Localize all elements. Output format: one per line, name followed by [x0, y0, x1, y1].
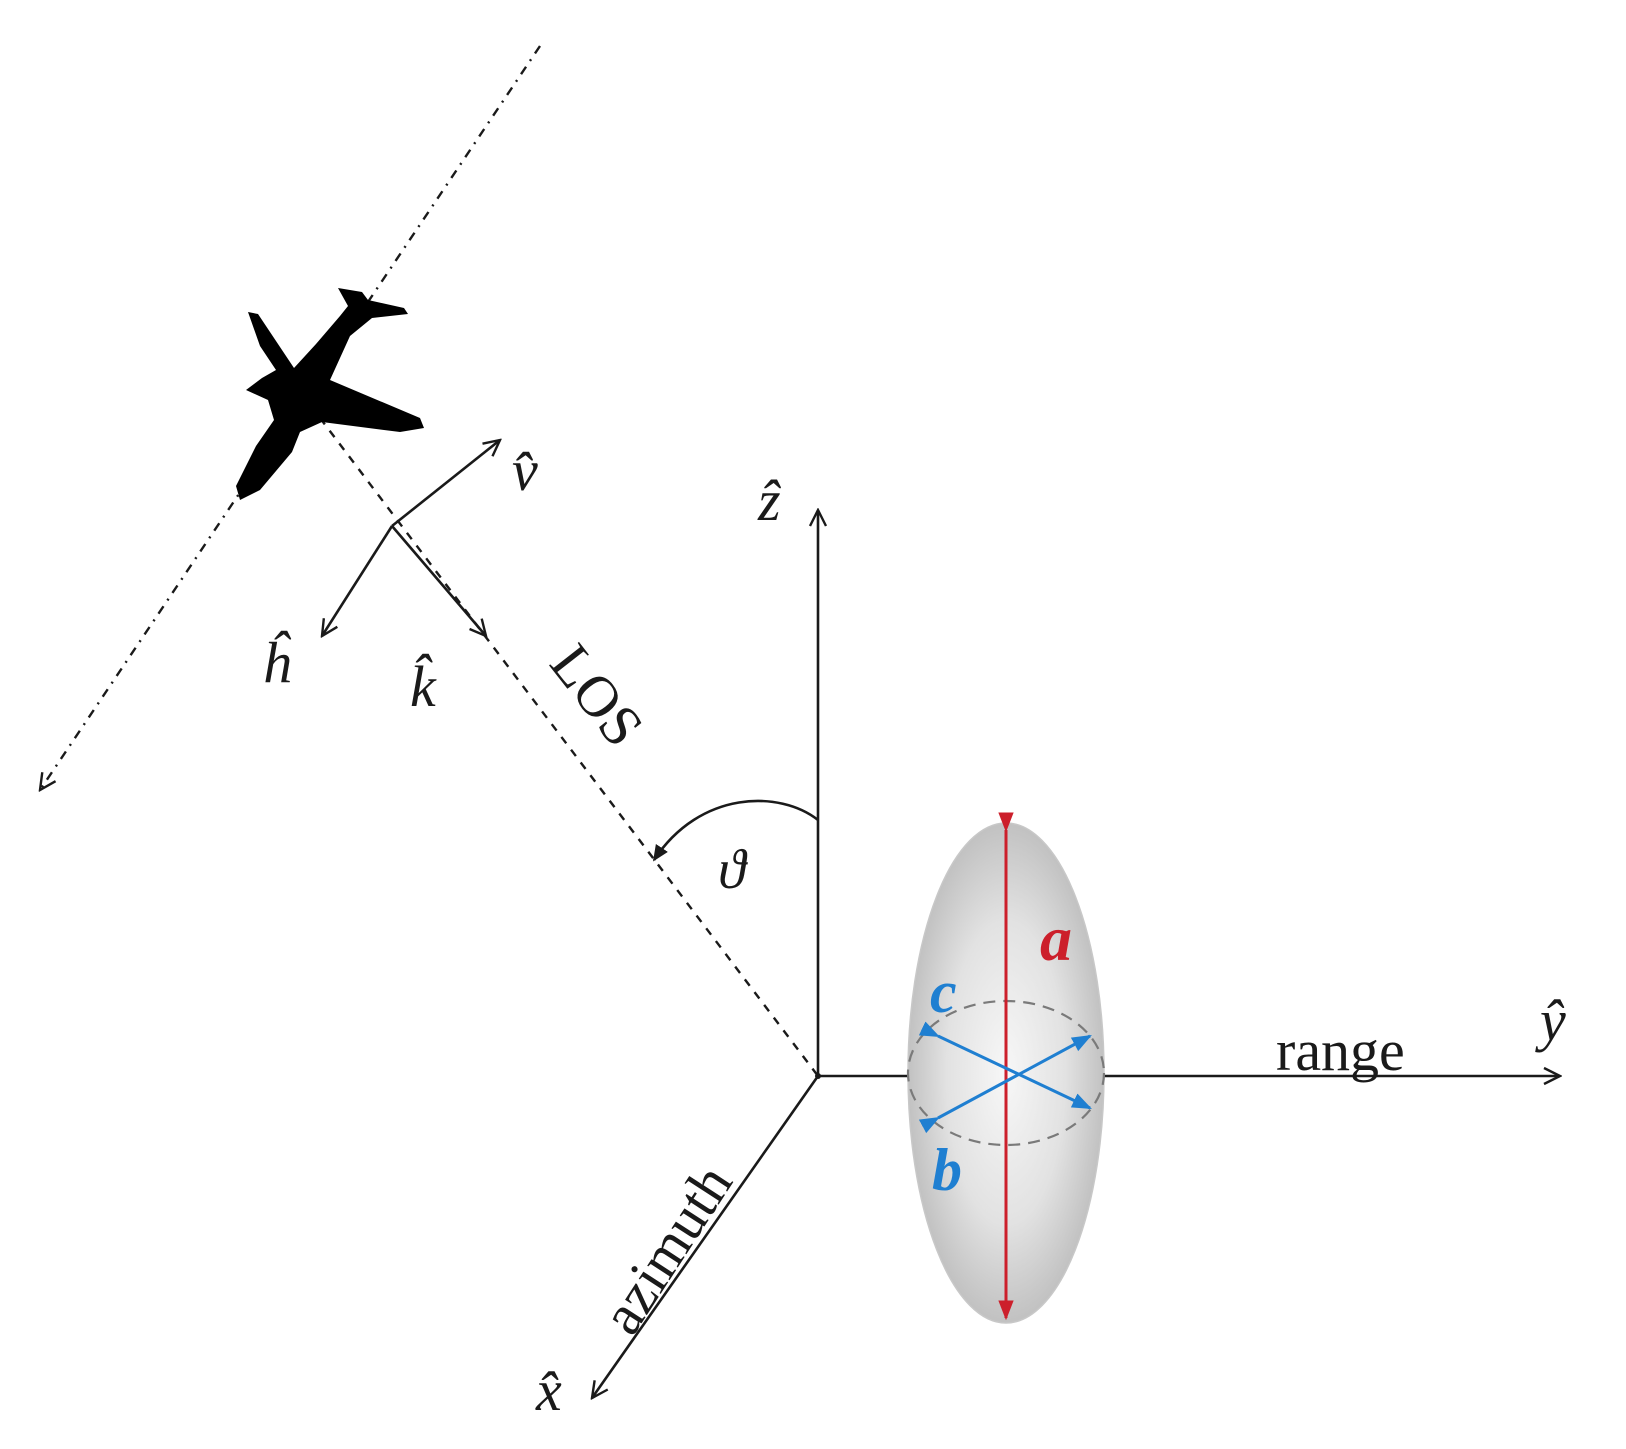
azimuth-label: azimuth: [588, 1153, 744, 1345]
origin-point: [815, 1073, 821, 1079]
y-axis-label: ŷ: [1535, 988, 1566, 1053]
v-label: v̂: [512, 438, 538, 503]
h-label: ĥ: [262, 630, 292, 695]
airplane-icon: [236, 288, 424, 500]
x-axis: [592, 1075, 820, 1398]
incidence-angle-arc: [652, 799, 819, 862]
c-label: c: [930, 959, 957, 1025]
incidence-angle-label: ϑ: [718, 839, 748, 901]
los-label: LOS: [538, 632, 657, 758]
range-label: range: [1276, 1018, 1405, 1083]
a-label: a: [1040, 903, 1072, 974]
x-axis-label: x̂: [535, 1358, 562, 1423]
v-vector: [391, 440, 500, 528]
ellipsoid: a c b: [906, 812, 1106, 1324]
platform-frame: v̂ ĥ k̂: [262, 438, 538, 719]
h-vector: [322, 525, 394, 636]
k-vector: [391, 525, 486, 636]
semi-axis-b: [918, 1034, 1092, 1134]
k-label: k̂: [410, 654, 437, 719]
los-line: [319, 417, 819, 1077]
z-axis-label: ẑ: [757, 468, 781, 533]
b-label: b: [932, 1137, 962, 1203]
